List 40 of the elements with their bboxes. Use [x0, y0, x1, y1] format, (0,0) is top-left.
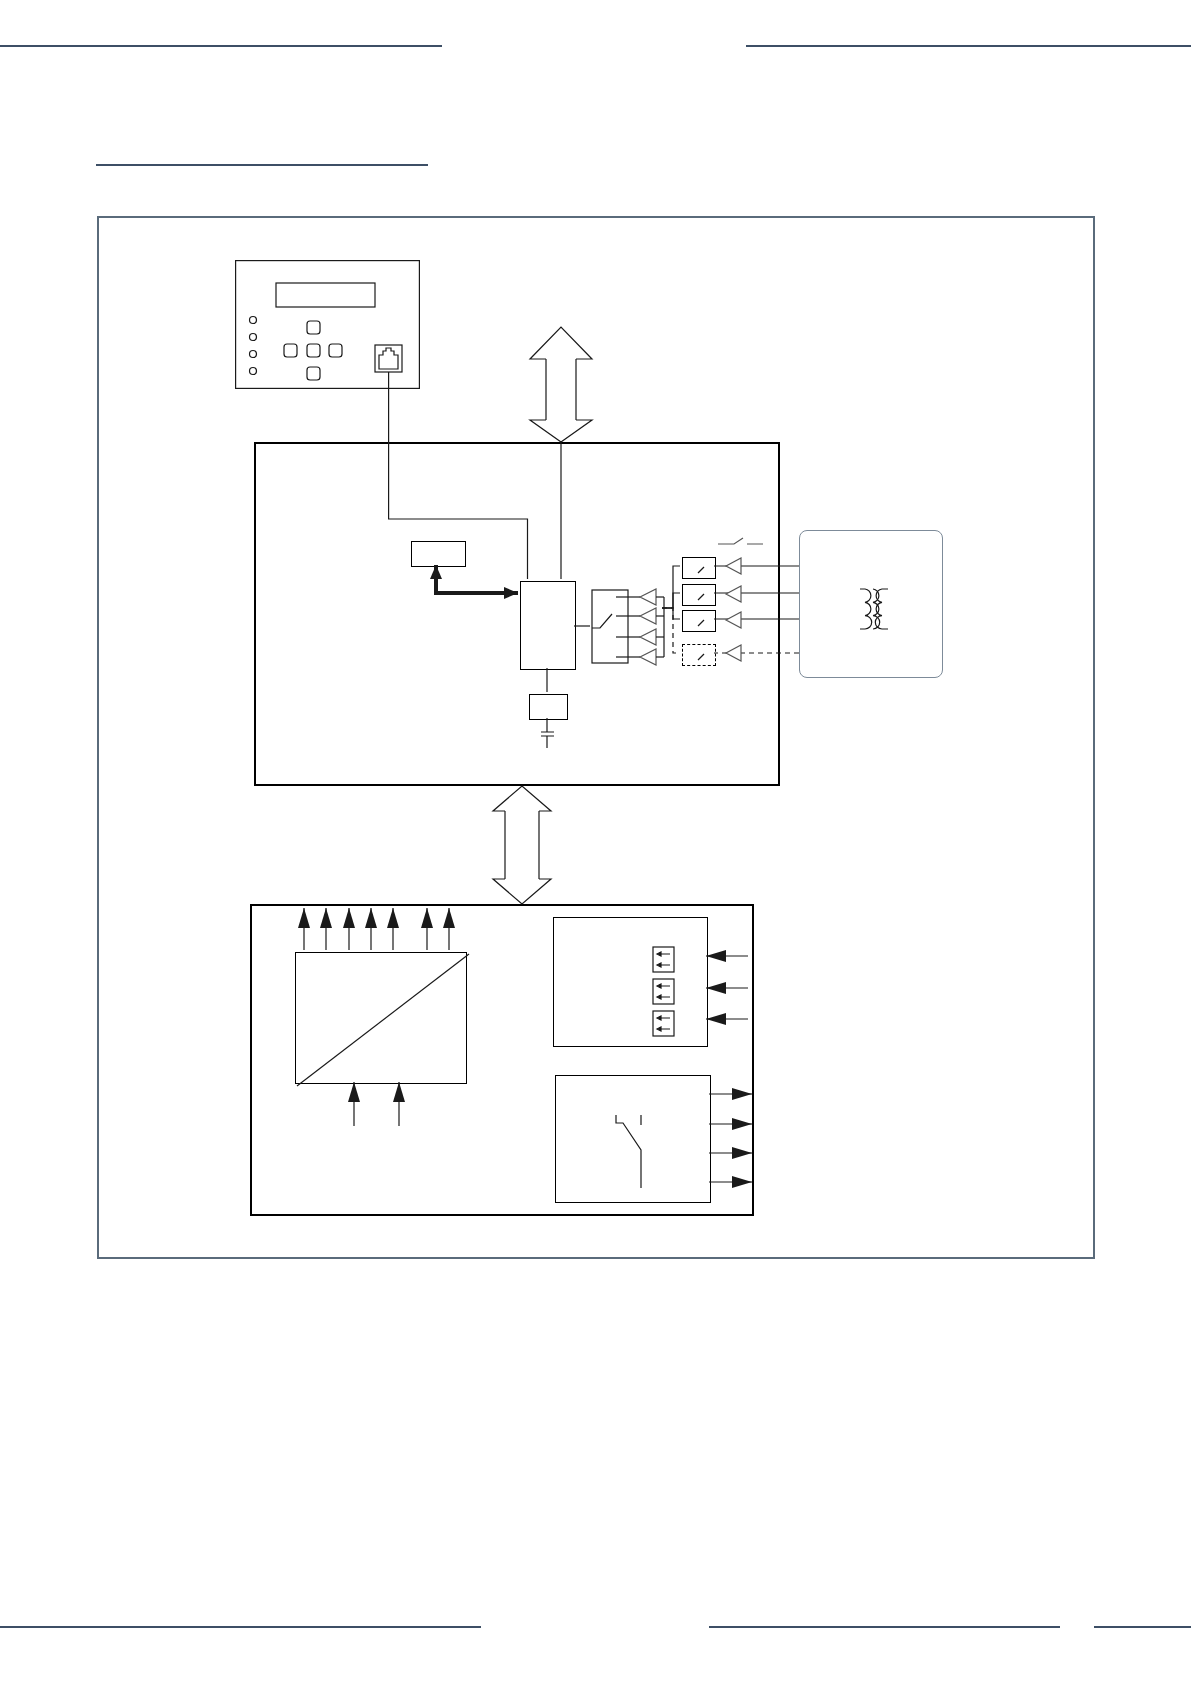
arrow — [708, 1118, 753, 1130]
connector-line — [713, 618, 800, 620]
arrow — [365, 907, 377, 951]
arrow — [387, 907, 399, 951]
connector-line — [713, 652, 800, 654]
front-panel-drawing — [235, 260, 420, 389]
filter-box — [682, 644, 716, 666]
memory-box — [411, 541, 466, 567]
arrow — [298, 907, 310, 951]
connector-line — [713, 565, 800, 567]
arrow — [443, 907, 455, 951]
arrow — [708, 1176, 753, 1188]
digital-input-box — [553, 917, 708, 1047]
filter-box — [682, 557, 716, 579]
transformer-box — [799, 530, 943, 678]
arrow — [343, 907, 355, 951]
main-unit-box — [254, 442, 780, 786]
connector-line — [713, 592, 800, 594]
arrow — [348, 1081, 360, 1127]
arrow — [320, 907, 332, 951]
filter-box — [682, 584, 716, 606]
arrow — [421, 907, 433, 951]
processor-box — [520, 581, 576, 670]
connector-line — [560, 441, 562, 580]
filter-box — [682, 610, 716, 632]
io-module-box — [250, 904, 754, 1216]
relay-output-box — [555, 1075, 711, 1203]
connector-line — [388, 388, 529, 580]
multiplexer-drawing — [592, 590, 664, 663]
connector-line — [546, 667, 548, 693]
converter-box — [295, 952, 467, 1084]
arrow — [705, 950, 749, 962]
connector-line — [573, 625, 591, 627]
arrow — [705, 982, 749, 994]
arrow — [705, 1013, 749, 1025]
clock-box — [529, 694, 568, 720]
arrow — [430, 565, 518, 599]
arrow — [708, 1147, 753, 1159]
arrow — [393, 1081, 405, 1127]
arrow — [708, 1088, 753, 1100]
